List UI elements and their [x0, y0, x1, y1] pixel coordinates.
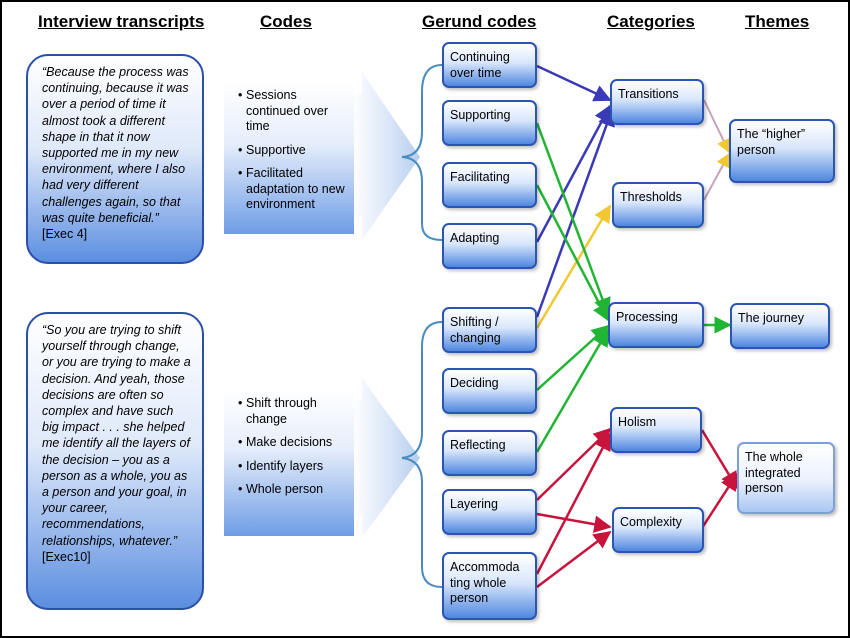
gerund-continuing: Continuing over time: [442, 42, 537, 88]
link-layering-complexity: [536, 512, 612, 533]
link-holism-whole: [700, 429, 739, 490]
theme-whole-integrated-person: The whole integrated person: [737, 442, 835, 514]
link-reflecting-processing: [535, 328, 610, 453]
codes-arrow-top: [352, 72, 420, 240]
link-transitions-higher: [703, 99, 730, 154]
codes-box-top: Sessions continued over time Supportive …: [224, 82, 354, 234]
code-item: Identify layers: [238, 459, 348, 475]
codes-list: Sessions continued over time Supportive …: [232, 88, 348, 213]
code-item: Make decisions: [238, 435, 348, 451]
codes-arrow-bottom: [352, 378, 420, 538]
quote-text: “Because the process was continuing, bec…: [42, 65, 189, 225]
header-codes: Codes: [260, 12, 312, 31]
link-thresholds-higher: [703, 152, 730, 201]
header-interview-transcripts: Interview transcripts: [38, 12, 205, 31]
code-item: Facilitated adaptation to new environmen…: [238, 166, 348, 213]
header-gerund-codes: Gerund codes: [422, 12, 537, 31]
codes-list: Shift through change Make decisions Iden…: [232, 396, 348, 498]
link-complexity-whole: [700, 472, 739, 529]
code-item: Supportive: [238, 143, 348, 159]
code-item: Shift through change: [238, 396, 348, 427]
gerund-supporting: Supporting: [442, 100, 537, 146]
gerund-accommodating: Accommoda ting whole person: [442, 552, 537, 620]
link-accommodating-complexity: [536, 530, 612, 588]
header-themes: Themes: [745, 12, 810, 31]
quote-box-exec10: “So you are trying to shift yourself thr…: [26, 312, 204, 610]
gerund-reflecting: Reflecting: [442, 430, 537, 476]
theme-journey: The journey: [730, 303, 830, 349]
theme-higher-person: The “higher” person: [729, 119, 835, 183]
link-adapting-transitions: [535, 104, 612, 243]
gerund-adapting: Adapting: [442, 223, 537, 269]
category-processing: Processing: [608, 302, 704, 348]
link-accommodating-holism: [535, 432, 612, 575]
quote-source: [Exec 4]: [42, 227, 88, 242]
gerund-shifting: Shifting / changing: [442, 307, 537, 353]
gerund-deciding: Deciding: [442, 368, 537, 414]
link-deciding-processing: [536, 324, 610, 391]
gerund-layering: Layering: [442, 489, 537, 535]
link-facilitating-processing: [535, 184, 610, 322]
code-item: Whole person: [238, 482, 348, 498]
category-complexity: Complexity: [612, 507, 704, 553]
quote-text: “So you are trying to shift yourself thr…: [42, 323, 191, 548]
category-holism: Holism: [610, 407, 702, 453]
bracket-bottom: [401, 321, 443, 588]
quote-box-exec4: “Because the process was continuing, bec…: [26, 54, 204, 264]
code-item: Sessions continued over time: [238, 88, 348, 135]
link-continuing-transitions: [536, 64, 612, 102]
bracket-top: [401, 64, 443, 241]
gerund-facilitating: Facilitating: [442, 162, 537, 208]
category-transitions: Transitions: [610, 79, 704, 125]
link-shifting-transitions: [535, 108, 615, 318]
header-categories: Categories: [607, 12, 695, 31]
quote-source: [Exec10]: [42, 549, 91, 564]
category-thresholds: Thresholds: [612, 182, 704, 228]
link-shifting-thresholds: [535, 204, 612, 329]
link-layering-holism: [536, 427, 612, 501]
link-supporting-processing: [535, 122, 611, 316]
codes-box-bottom: Shift through change Make decisions Iden…: [224, 390, 354, 536]
